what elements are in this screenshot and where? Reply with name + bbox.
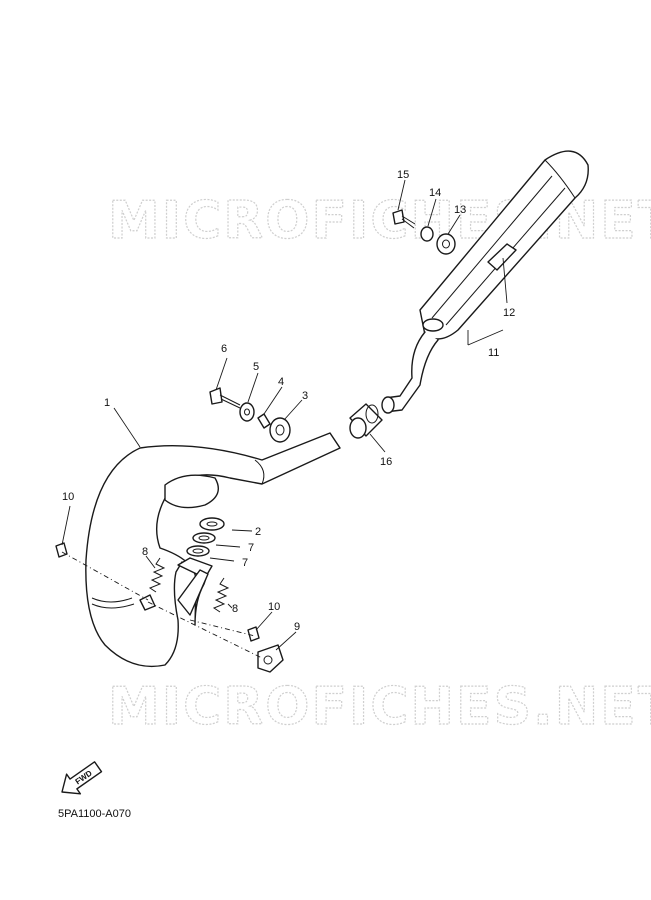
callout-8-left: 8: [142, 546, 148, 558]
callout-12: 12: [503, 307, 515, 319]
washer-5: [239, 402, 255, 422]
collar-4: [257, 413, 271, 429]
bolt-6: [209, 387, 241, 409]
exhaust-pipe: [85, 432, 341, 668]
watermark-bottom: MICROFICHES.NET: [108, 677, 651, 737]
bracket-9: [257, 644, 284, 673]
callout-1: 1: [104, 397, 110, 409]
gasket-2: [199, 517, 225, 531]
callout-14: 14: [429, 187, 441, 199]
fwd-arrow-icon: FWD: [61, 761, 103, 795]
collar-14: [420, 226, 434, 242]
diagram-code: 5PA1100-A070: [58, 808, 131, 820]
callout-11: 11: [488, 347, 499, 359]
bolt-10-right: [247, 626, 260, 642]
callout-4: 4: [278, 376, 284, 388]
damper-3: [269, 417, 291, 443]
callout-8-right: 8: [232, 603, 238, 615]
callout-16: 16: [380, 456, 392, 468]
callout-9: 9: [294, 621, 300, 633]
callout-10-left: 10: [62, 491, 74, 503]
callout-6: 6: [221, 343, 227, 355]
callout-10-right: 10: [268, 601, 280, 613]
gasket-7-upper: [192, 532, 216, 544]
gasket-7-lower: [186, 545, 210, 557]
spring-left: [148, 557, 166, 593]
joint-rubber: [349, 403, 383, 439]
spring-right: [212, 577, 230, 613]
callout-13: 13: [454, 204, 466, 216]
callout-7-lower: 7: [242, 557, 248, 569]
damper-13: [436, 233, 456, 255]
callout-3: 3: [302, 390, 308, 402]
label-plate: [487, 243, 517, 271]
callout-2: 2: [255, 526, 261, 538]
muffler: [381, 150, 589, 414]
callout-15: 15: [397, 169, 409, 181]
bolt-10-left: [55, 542, 68, 558]
callout-5: 5: [253, 361, 259, 373]
bolt-15: [392, 209, 416, 229]
callout-7-upper: 7: [248, 542, 254, 554]
